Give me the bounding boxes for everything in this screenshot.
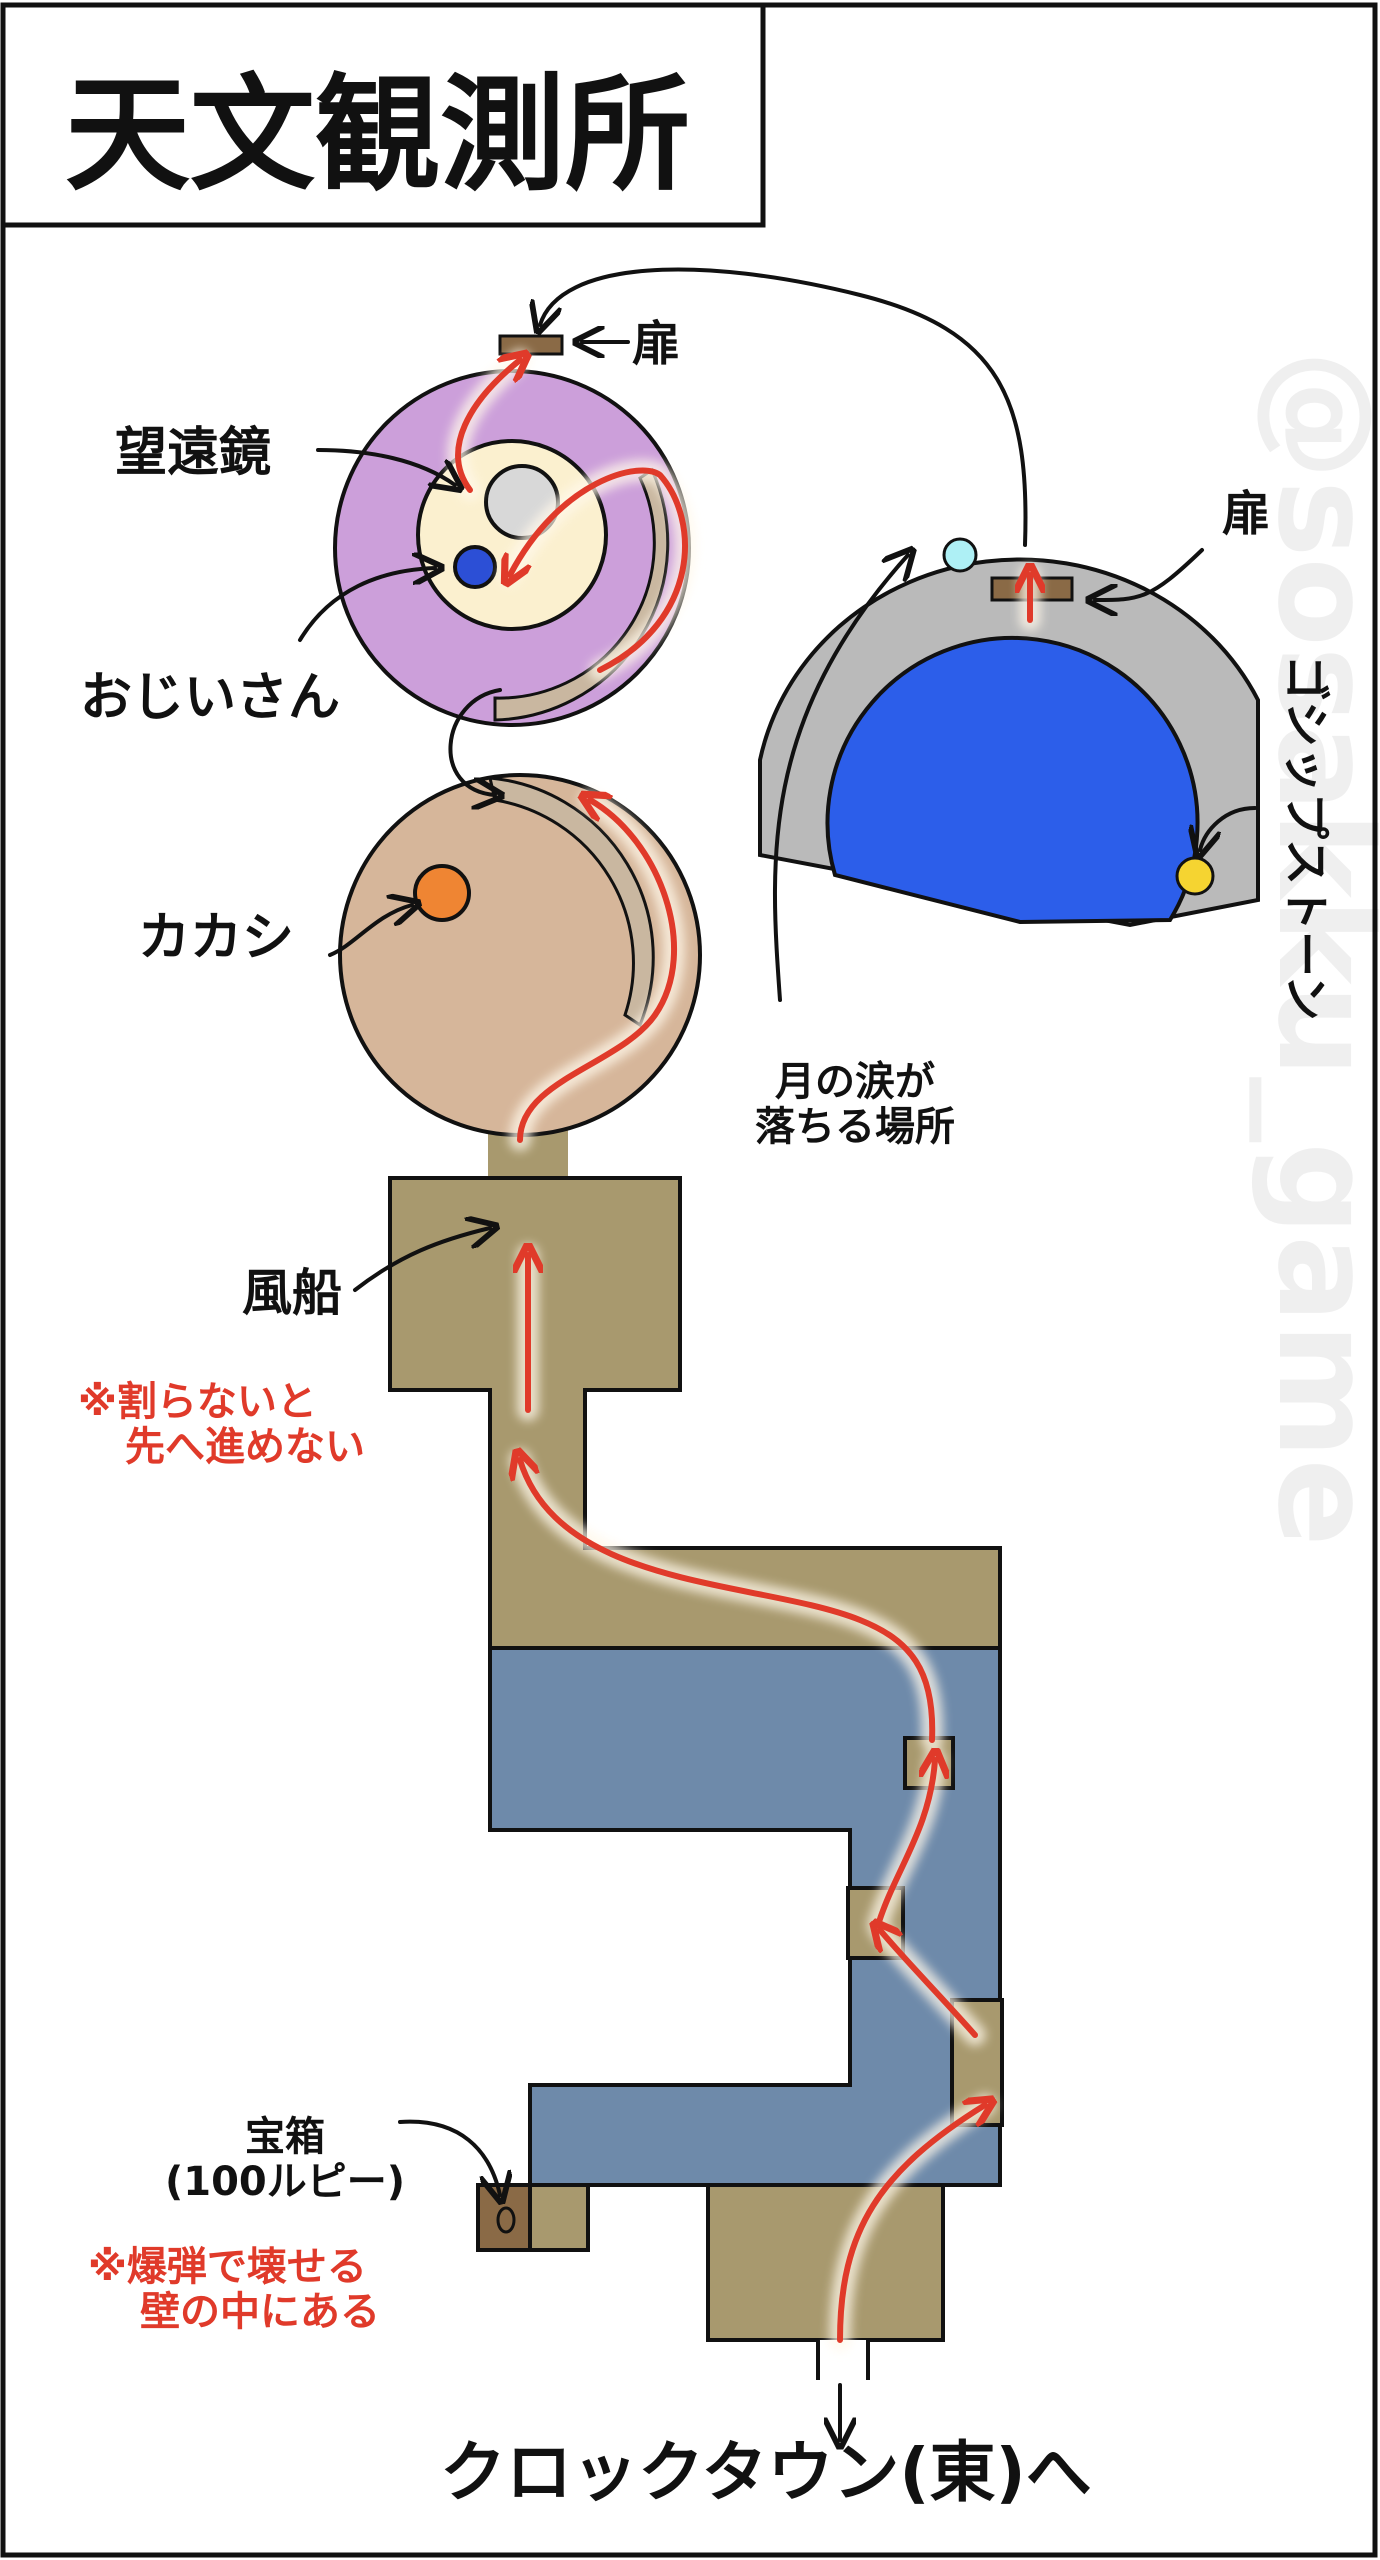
gossip-stone-marker[interactable] (1175, 856, 1215, 896)
floor-upper (388, 1176, 1002, 1650)
chest-label-line2: (100ルピー) (165, 2159, 405, 2205)
floor-chest-wall (528, 2183, 590, 2252)
scarecrow-marker[interactable] (413, 864, 471, 922)
scarecrow-room (338, 773, 702, 1137)
floor-entrance (706, 2183, 945, 2342)
grandpa-marker[interactable] (453, 545, 497, 589)
pointer-arrows (298, 267, 1257, 2440)
chest-note-line2: 壁の中にある (140, 2289, 380, 2335)
watermark: @sosakku_game (1249, 350, 1380, 1547)
map-title: 天文観測所 (65, 63, 690, 208)
moon-tear-label-line2: 落ちる場所 (755, 1104, 955, 1150)
dome-room (758, 537, 1260, 928)
exit-label[interactable]: クロックタウン(東)へ (440, 2434, 1092, 2511)
door-right-label: 扉 (1222, 486, 1270, 542)
grandpa-label: おじいさん (80, 668, 340, 728)
chest-note-line1: ※爆弾で壊せる (88, 2244, 367, 2290)
moon-tear-label-line1: 月の涙が (775, 1059, 935, 1105)
gossip-stone-label: ゴシップストーン (1279, 655, 1333, 1021)
water-area (488, 1646, 1002, 2187)
balloon-note-line1: ※割らないと (78, 1379, 317, 1425)
title-box: 天文観測所 (0, 2, 766, 228)
scarecrow-label: カカシ (138, 908, 294, 968)
top-door[interactable] (498, 334, 564, 356)
balloon-label: 風船 (242, 1264, 342, 1322)
door-top-label: 扉 (632, 316, 680, 372)
treasure-chest[interactable] (476, 2183, 532, 2252)
balloon-note-line2: 先へ進めない (125, 1424, 365, 1470)
chest-label-line1: 宝箱 (245, 2114, 325, 2160)
moon-tear-marker[interactable] (942, 537, 978, 573)
telescope-label: 望遠鏡 (115, 423, 271, 483)
